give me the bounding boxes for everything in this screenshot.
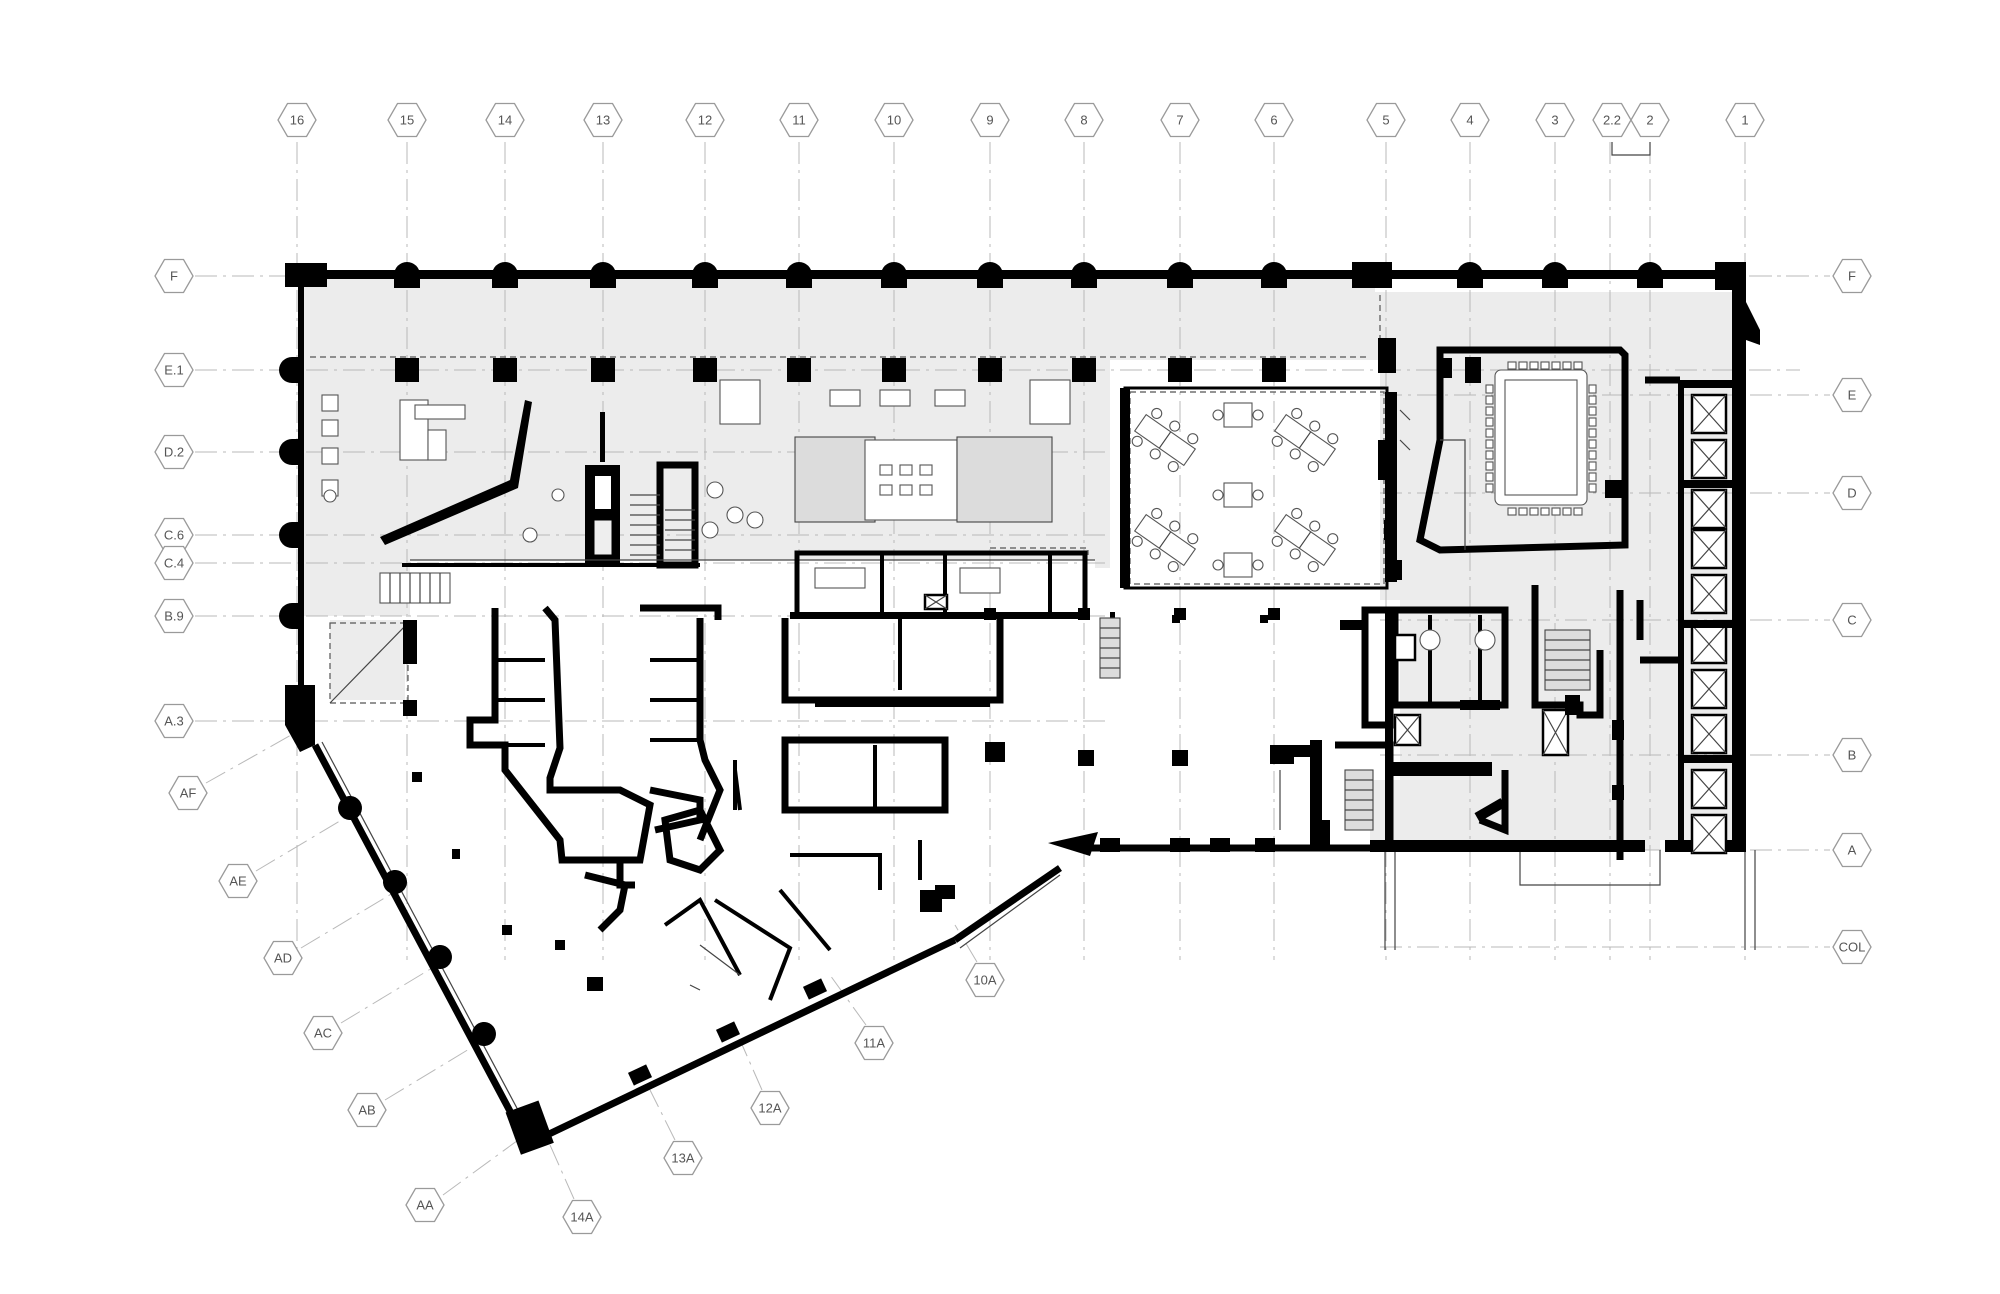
angled-row-bubble-AE-label: AE	[229, 874, 247, 889]
column-bubble-2-2-label: 2.2	[1603, 113, 1621, 128]
column-bubble-7-label: 7	[1176, 113, 1183, 128]
angled-row-bubble-AB-label: AB	[358, 1103, 375, 1118]
column-bubble-4: 4	[1450, 102, 1490, 138]
angled-row-bubble-AC: AC	[303, 1015, 343, 1051]
angled-row-bubble-AB: AB	[347, 1092, 387, 1128]
row-bubble-right-F-label: F	[1848, 269, 1856, 284]
angled-row-bubble-AC-label: AC	[314, 1026, 332, 1041]
row-bubble-right-D: D	[1832, 475, 1872, 511]
angled-facade-columns	[338, 796, 942, 1086]
interior-partitions	[310, 295, 1732, 1001]
row-bubble-left-C-4-label: C.4	[164, 556, 184, 571]
column-bubble-14-label: 14	[498, 113, 512, 128]
row-bubble-right-A: A	[1832, 832, 1872, 868]
column-bubble-1-label: 1	[1741, 113, 1748, 128]
row-bubble-right-A-label: A	[1848, 843, 1857, 858]
column-bubble-11-label: 11	[792, 113, 806, 128]
row-bubble-left-D-2: D.2	[154, 434, 194, 470]
angled-row-bubble-AD-label: AD	[274, 951, 292, 966]
row-bubble-right-C: C	[1832, 602, 1872, 638]
column-bubble-10-label: 10	[887, 113, 901, 128]
angled-row-bubble-AE: AE	[218, 863, 258, 899]
column-bubble-3-label: 3	[1551, 113, 1558, 128]
angled-row-bubble-AA: AA	[405, 1187, 445, 1223]
row-bubble-left-E-1: E.1	[154, 352, 194, 388]
row-bubble-right-E: E	[1832, 377, 1872, 413]
row-bubble-left-F: F	[154, 258, 194, 294]
column-bubble-1: 1	[1725, 102, 1765, 138]
column-bubble-7: 7	[1160, 102, 1200, 138]
column-bubble-5-label: 5	[1382, 113, 1389, 128]
column-bubble-11: 11	[779, 102, 819, 138]
row-bubble-right-F: F	[1832, 258, 1872, 294]
row-bubble-right-COL-label: COL	[1839, 940, 1866, 955]
angled-row-bubble-AF-label: AF	[180, 786, 197, 801]
column-bubble-13: 13	[583, 102, 623, 138]
column-bubble-10: 10	[874, 102, 914, 138]
row-bubble-left-E-1-label: E.1	[164, 363, 184, 378]
column-bubble-14: 14	[485, 102, 525, 138]
column-bubble-15: 15	[387, 102, 427, 138]
column-bubble-9-label: 9	[986, 113, 993, 128]
column-bubble-5: 5	[1366, 102, 1406, 138]
row-bubble-right-B-label: B	[1848, 748, 1857, 763]
row-bubble-left-B-9: B.9	[154, 598, 194, 634]
angled-column-bubble-14A-label: 14A	[570, 1210, 593, 1225]
row-bubble-left-C-6: C.6	[154, 517, 194, 553]
column-bubble-6: 6	[1254, 102, 1294, 138]
angled-column-bubble-13A-label: 13A	[671, 1151, 694, 1166]
row-bubble-left-B-9-label: B.9	[164, 609, 184, 624]
column-bubble-16: 16	[277, 102, 317, 138]
angled-row-bubble-AD: AD	[263, 940, 303, 976]
angled-column-bubble-14A: 14A	[562, 1199, 602, 1235]
row-bubble-left-A-3: A.3	[154, 703, 194, 739]
angled-column-bubble-13A: 13A	[663, 1140, 703, 1176]
column-bubble-4-label: 4	[1466, 113, 1473, 128]
angled-row-bubble-AA-label: AA	[416, 1198, 434, 1213]
row-bubble-left-C-4: C.4	[154, 545, 194, 581]
angled-column-bubble-11A-label: 11A	[863, 1036, 885, 1051]
column-bubble-2-label: 2	[1646, 113, 1653, 128]
column-bubble-9: 9	[970, 102, 1010, 138]
angled-column-bubble-12A: 12A	[750, 1090, 790, 1126]
column-bubble-12: 12	[685, 102, 725, 138]
column-bubble-13-label: 13	[596, 113, 610, 128]
column-bubble-6-label: 6	[1270, 113, 1277, 128]
column-bubble-2-2: 2.2	[1592, 102, 1632, 138]
angled-column-bubble-10A: 10A	[965, 962, 1005, 998]
grid-bubbles: 16 15 14 13 12 11 10 9 8 7 6 5 4 3 2.2 2 1F E.1D.2C.6C.4B…	[154, 102, 1872, 1235]
row-bubble-right-D-label: D	[1847, 486, 1856, 501]
row-bubble-right-C-label: C	[1847, 613, 1856, 628]
angled-column-bubble-11A: 11A	[854, 1025, 894, 1061]
column-bubble-3: 3	[1535, 102, 1575, 138]
column-bubble-12-label: 12	[698, 113, 712, 128]
row-bubble-left-A-3-label: A.3	[164, 714, 184, 729]
angled-row-bubble-AF: AF	[168, 775, 208, 811]
row-bubble-left-F-label: F	[170, 269, 178, 284]
row-bubble-right-E-label: E	[1848, 388, 1857, 403]
row-bubble-left-D-2-label: D.2	[164, 445, 184, 460]
row-bubble-right-B: B	[1832, 737, 1872, 773]
column-bubble-16-label: 16	[290, 113, 304, 128]
angled-column-bubble-12A-label: 12A	[758, 1101, 781, 1116]
column-bubble-15-label: 15	[400, 113, 414, 128]
column-bubble-8-label: 8	[1080, 113, 1087, 128]
row-bubble-right-COL: COL	[1832, 929, 1872, 965]
row-bubble-left-C-6-label: C.6	[164, 528, 184, 543]
column-bubble-2: 2	[1630, 102, 1670, 138]
column-bubble-8: 8	[1064, 102, 1104, 138]
angled-column-bubble-10A-label: 10A	[973, 973, 996, 988]
